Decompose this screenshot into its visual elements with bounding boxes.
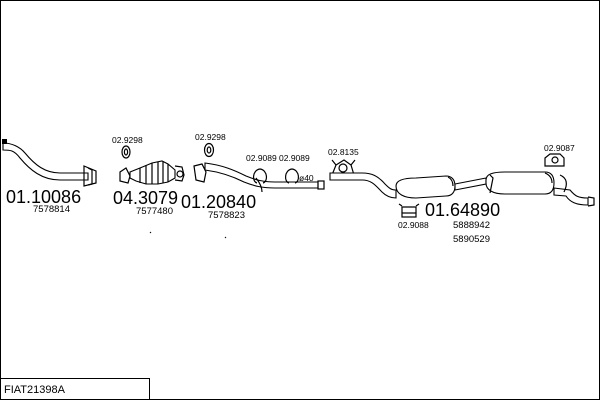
part-number-front-pipe: 01.10086 xyxy=(6,187,81,207)
gasket-02-9298-b-drawing xyxy=(203,142,215,158)
accessory-label-02-9089-a: 02.9089 xyxy=(246,153,277,163)
oe-number-front-pipe: 7578814 xyxy=(33,204,70,215)
gasket-02-9298-a-drawing xyxy=(121,145,131,159)
catalyst-drawing xyxy=(119,160,185,185)
part-number-rear-silencer: 01.64890 xyxy=(425,200,500,220)
accessory-label-02-8135: 02.8135 xyxy=(328,147,359,157)
oe-number-middle-pipe: 7578823 xyxy=(208,210,245,221)
oe-number-rear-silencer-2: 5890529 xyxy=(453,234,490,245)
accessory-label-02-9089-b: 02.9089 xyxy=(279,153,310,163)
clamp-02-9089-a-drawing xyxy=(253,168,267,184)
accessory-label-02-9298-a: 02.9298 xyxy=(112,135,143,145)
middle-pipe-drawing xyxy=(193,162,325,193)
hanger-02-9088-drawing xyxy=(398,203,420,218)
front-pipe-drawing xyxy=(2,139,97,187)
part-number-middle-pipe: 01.20840 xyxy=(181,192,256,212)
oe-number-catalyst: 7577480 xyxy=(136,206,173,217)
accessory-label-02-9298-b: 02.9298 xyxy=(195,132,226,142)
pipe-diameter-label: ø40 xyxy=(299,173,314,183)
rear-silencer-drawing xyxy=(329,171,595,207)
clamp-02-9089-b-drawing xyxy=(285,168,299,184)
accessory-label-02-9087: 02.9087 xyxy=(544,143,575,153)
diagram-ref-label: FIAT21398A xyxy=(4,384,66,396)
part-number-catalyst: 04.3079 xyxy=(113,188,178,208)
accessory-label-02-9088: 02.9088 xyxy=(398,220,429,230)
oe-number-rear-silencer-1: 5888942 xyxy=(453,220,490,231)
hanger-02-9087-drawing xyxy=(544,153,565,167)
